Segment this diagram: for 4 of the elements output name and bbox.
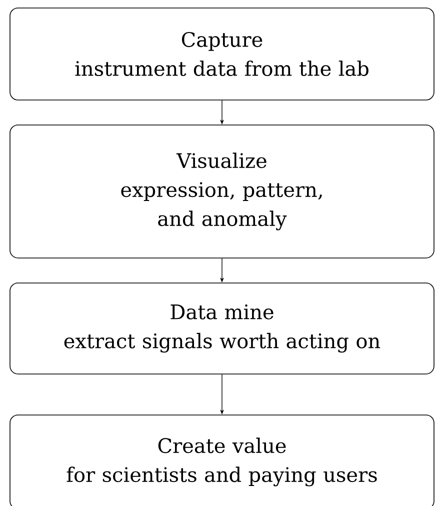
process-box: Data mine extract signals worth acting on — [10, 282, 434, 374]
process-box: Create value for scientists and paying users — [10, 414, 434, 506]
process-box: Capture instrument data from the lab — [10, 8, 434, 100]
process-box: Visualize expression, pattern, and anomaly — [10, 124, 434, 258]
